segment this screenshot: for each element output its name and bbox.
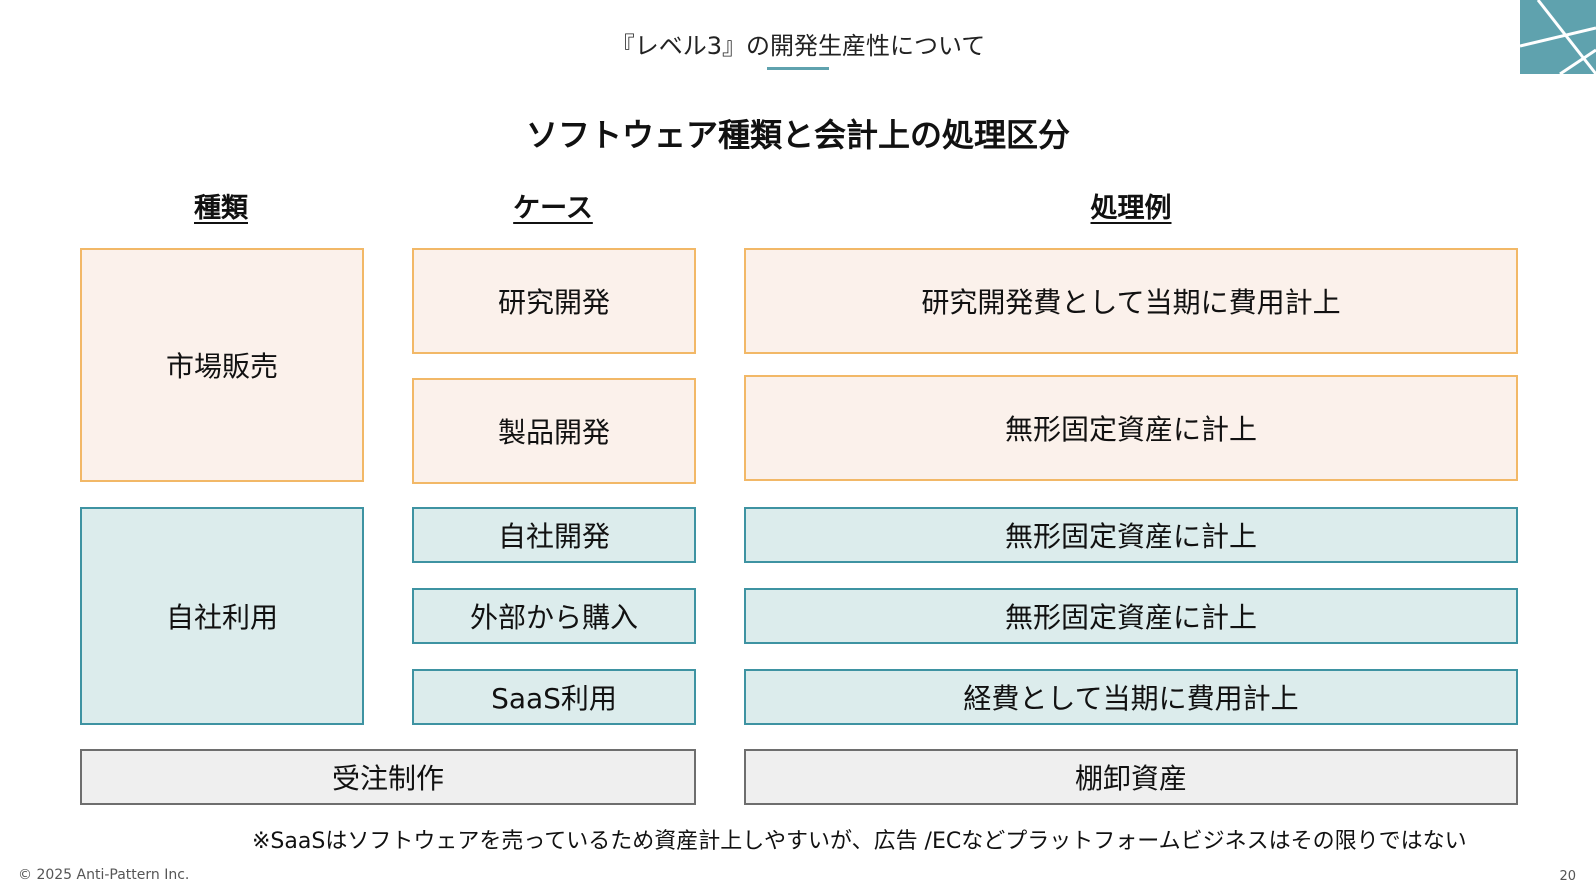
header-underline [767,67,829,70]
case-research-development: 研究開発 [412,248,696,354]
case-external-purchase: 外部から購入 [412,588,696,644]
treatment-inventory-asset: 棚卸資産 [744,749,1518,805]
page-number: 20 [1559,869,1576,884]
column-header-case: ケース [513,193,593,224]
case-in-house-development: 自社開発 [412,507,696,563]
type-internal-use: 自社利用 [80,507,364,725]
treatment-research-expense: 研究開発費として当期に費用計上 [744,248,1518,354]
geometric-lines-logo-icon [1520,0,1596,74]
copyright: © 2025 Anti-Pattern Inc. [18,867,190,883]
main-title: ソフトウェア種類と会計上の処理区分 [525,116,1070,154]
case-product-development: 製品開発 [412,378,696,484]
case-saas-use: SaaS利用 [412,669,696,725]
treatment-expense: 経費として当期に費用計上 [744,669,1518,725]
treatment-intangible-asset: 無形固定資産に計上 [744,588,1518,644]
footnote: ※SaaSはソフトウェアを売っているため資産計上しやすいが、広告 /ECなどプラ… [252,829,1467,854]
header-title: 『レベル3』の開発生産性について [610,32,986,60]
type-market-sale: 市場販売 [80,248,364,482]
column-header-type: 種類 [194,193,248,224]
column-header-treatment: 処理例 [1090,193,1172,224]
treatment-intangible-asset: 無形固定資産に計上 [744,507,1518,563]
type-contract-production: 受注制作 [80,749,696,805]
treatment-intangible-asset: 無形固定資産に計上 [744,375,1518,481]
